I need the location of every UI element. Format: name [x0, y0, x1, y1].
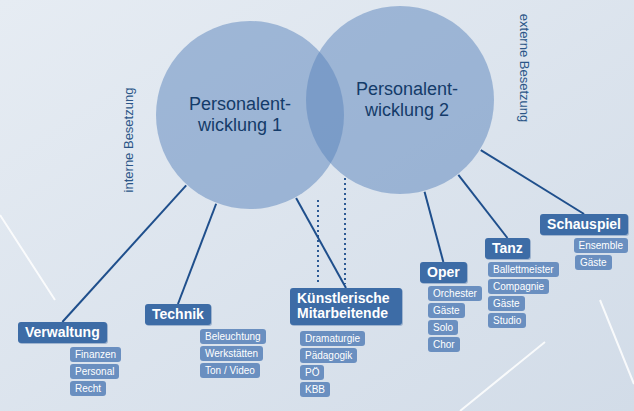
unit-name: KBB	[305, 384, 325, 395]
unit-box: Dramaturgie	[300, 331, 365, 346]
unit-box: Ballettmeister	[488, 262, 559, 277]
connector-line	[425, 192, 444, 262]
group-name: Technik	[152, 307, 204, 322]
connector-line	[458, 175, 507, 238]
group-box: Schauspiel	[540, 214, 628, 235]
unit-box: Personal	[70, 364, 119, 379]
group-box: Technik	[145, 304, 211, 325]
string	[0, 215, 55, 300]
dotted-line	[344, 178, 346, 284]
group-box: Tanz	[485, 238, 530, 259]
dotted-line	[317, 200, 319, 284]
unit-box: Ensemble	[574, 238, 628, 253]
unit-name: Ton / Video	[205, 365, 255, 376]
unit-name: Werkstätten	[205, 348, 258, 359]
unit-name: Chor	[433, 339, 455, 350]
unit-name: Gäste	[493, 298, 520, 309]
unit-box: Chor	[428, 337, 460, 352]
circle-title: Personalent- wicklung 2	[345, 79, 469, 120]
unit-box: Ton / Video	[200, 363, 260, 378]
side-label: interne Besetzung	[121, 88, 136, 193]
circle-title: Personalent- wicklung 1	[178, 94, 302, 135]
unit-name: Orchester	[433, 288, 477, 299]
string	[460, 342, 545, 411]
circle-fill	[306, 6, 494, 194]
connector-line	[296, 198, 346, 288]
group-name: Künstlerische Mitarbeitende	[297, 291, 395, 322]
connector-line	[178, 204, 216, 304]
unit-name: Finanzen	[75, 349, 116, 360]
unit-name: Dramaturgie	[305, 333, 360, 344]
group-name: Verwaltung	[25, 325, 100, 340]
unit-name: Solo	[433, 322, 453, 333]
unit-box: Finanzen	[70, 347, 121, 362]
unit-box: Pädagogik	[300, 348, 357, 363]
unit-box: Gäste	[575, 255, 612, 270]
group-box: Oper	[420, 262, 467, 283]
unit-box: KBB	[300, 382, 330, 397]
unit-box: Compagnie	[488, 279, 549, 294]
unit-box: Recht	[70, 381, 106, 396]
unit-box: Werkstätten	[200, 346, 263, 361]
unit-name: Beleuchtung	[205, 331, 261, 342]
unit-name: PÖ	[305, 367, 319, 378]
unit-box: Solo	[428, 320, 458, 335]
unit-box: PÖ	[300, 365, 324, 380]
unit-name: Personal	[75, 366, 114, 377]
group-name: Oper	[427, 265, 460, 280]
group-box: Verwaltung	[18, 322, 107, 343]
side-label: externe Besetzung	[517, 14, 532, 122]
unit-name: Ballettmeister	[493, 264, 554, 275]
unit-name: Gäste	[433, 305, 460, 316]
connector-line	[62, 185, 186, 322]
group-name: Tanz	[492, 241, 523, 256]
unit-name: Pädagogik	[305, 350, 352, 361]
unit-box: Beleuchtung	[200, 329, 266, 344]
unit-name: Gäste	[580, 257, 607, 268]
unit-box: Orchester	[428, 286, 482, 301]
unit-box: Gäste	[488, 296, 525, 311]
connector-line	[481, 150, 584, 214]
unit-name: Recht	[75, 383, 101, 394]
group-name: Schauspiel	[547, 217, 621, 232]
unit-box: Studio	[488, 313, 526, 328]
unit-name: Ensemble	[579, 240, 623, 251]
unit-box: Gäste	[428, 303, 465, 318]
unit-name: Studio	[493, 315, 521, 326]
unit-name: Compagnie	[493, 281, 544, 292]
group-box: Künstlerische Mitarbeitende	[290, 288, 402, 325]
string	[600, 300, 634, 384]
circle-node: Personalent- wicklung 2	[305, 5, 495, 195]
